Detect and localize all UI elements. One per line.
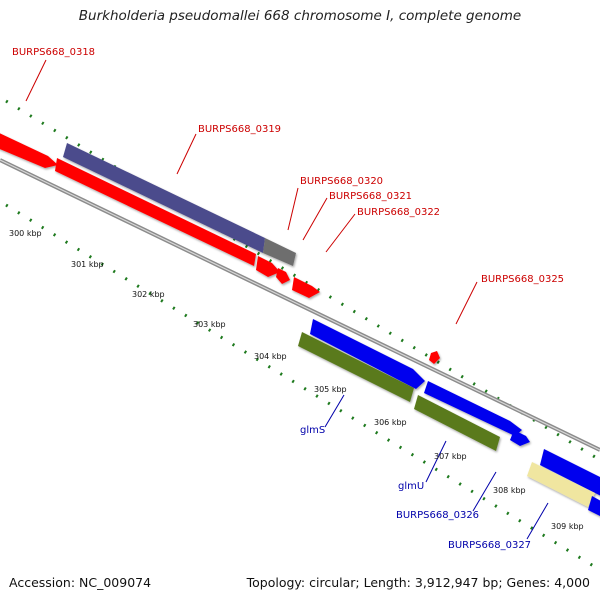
accession-text: Accession: NC_009074 [9,575,152,590]
gene-arrow-0318-lower[interactable] [55,158,256,266]
gene-arrow-0325[interactable] [429,351,440,364]
gene-label-0319[interactable]: BURPS668_0319 [198,124,281,135]
gene-label-0321[interactable]: BURPS668_0321 [329,191,412,202]
scale-label: 300 kbp [9,229,42,238]
gene-arrow-0327-blue[interactable] [588,496,600,520]
gene-label-0325[interactable]: BURPS668_0325 [481,274,564,285]
label-leaders-top [25,59,478,325]
gene-label-0320[interactable]: BURPS668_0320 [300,176,383,187]
scale-label: 306 kbp [374,418,407,427]
scale-label: 307 kbp [434,452,467,461]
gene-arrow-0319[interactable] [63,143,265,253]
gene-arrow-0326-small[interactable] [510,430,530,446]
gene-label-glmU[interactable]: glmU [398,481,424,492]
backbone-line [0,159,600,451]
scale-label: 303 kbp [193,320,226,329]
reverse-strand-features [298,319,600,520]
gene-label-0322[interactable]: BURPS668_0322 [357,207,440,218]
scale-label: 304 kbp [254,352,287,361]
scale-label: 305 kbp [314,385,347,394]
gene-arrow-0322[interactable] [292,277,320,298]
scale-label: 309 kbp [551,522,584,531]
gene-arrow-0320[interactable] [256,256,280,277]
map-title: Burkholderia pseudomallei 668 chromosome… [78,8,522,24]
gene-arrow-glmU-blue[interactable] [424,381,522,436]
label-leaders-bottom [324,394,549,540]
gene-arrow-0327[interactable] [527,462,595,507]
gene-arrow-0321[interactable] [276,268,290,284]
gene-label-glmS[interactable]: glmS [300,425,325,436]
gene-label-0327[interactable]: BURPS668_0327 [448,540,531,551]
scale-label: 308 kbp [493,486,526,495]
gene-arrow-glmU[interactable] [414,395,500,451]
gene-arrow-0319-overlap[interactable] [263,238,296,266]
scale-label: 301 kbp [71,260,104,269]
gene-arrow-glmS-blue[interactable] [310,319,425,389]
gene-arrow-0318[interactable] [0,131,58,168]
gene-label-0318[interactable]: BURPS668_0318 [12,47,95,58]
forward-strand-features [0,131,440,364]
genome-summary-text: Topology: circular; Length: 3,912,947 bp… [246,575,590,590]
gene-arrow-0326[interactable] [540,449,600,498]
scale-label: 302 kbp [132,290,165,299]
gene-label-0326[interactable]: BURPS668_0326 [396,510,479,521]
gene-arrow-glmS[interactable] [298,332,414,402]
